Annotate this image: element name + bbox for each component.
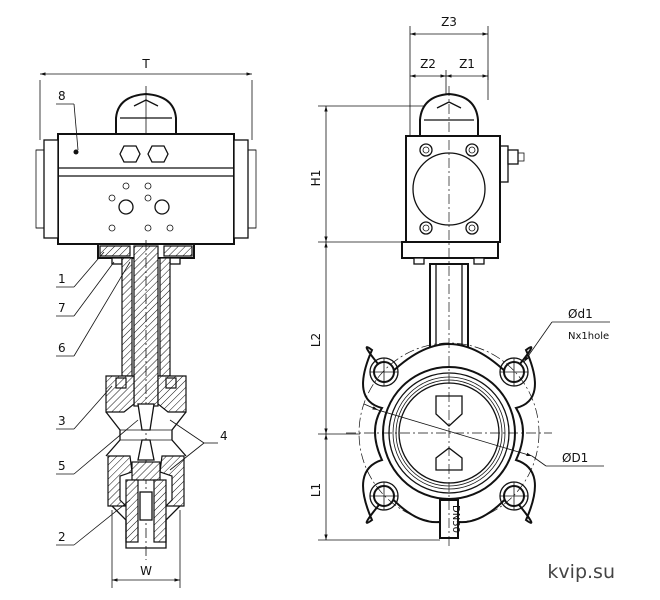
dim-Z2-label: Z2 xyxy=(420,57,436,71)
dim-Z1-label: Z1 xyxy=(459,57,475,71)
svg-text:2: 2 xyxy=(58,530,66,544)
callout-3: 3 xyxy=(56,385,113,430)
callout-2: 2 xyxy=(56,499,131,546)
front-view: T xyxy=(35,57,257,588)
actuator-indicator-cap xyxy=(115,86,177,135)
svg-text:7: 7 xyxy=(58,301,66,315)
callout-4: 4 xyxy=(169,419,228,471)
svg-text:8: 8 xyxy=(58,89,66,103)
callout-bolt-hole: Ød1 Nх1hole xyxy=(523,307,610,363)
callout-5: 5 xyxy=(56,419,139,475)
dimension-Z2-Z1: Z2 Z1 xyxy=(410,57,489,100)
callout-1: 1 xyxy=(56,251,105,288)
svg-text:4: 4 xyxy=(220,429,228,443)
valve-body-upper xyxy=(105,375,187,461)
valve-lug-body: DN50 xyxy=(346,86,552,548)
disc-mark-label: DN50 xyxy=(450,505,461,533)
valve-neck-section xyxy=(121,240,171,560)
dim-T-label: T xyxy=(141,57,150,71)
callout-7: 7 xyxy=(56,261,115,317)
callout-6: 6 xyxy=(56,261,131,357)
dim-W-label: W xyxy=(140,564,152,578)
flange-dia-label: ØD1 xyxy=(562,451,588,465)
svg-text:6: 6 xyxy=(58,341,66,355)
actuator-side xyxy=(405,92,525,243)
dim-L2-label: L2 xyxy=(309,333,323,347)
dimension-T: T xyxy=(39,57,253,140)
dimension-W: W xyxy=(111,510,181,588)
svg-text:1: 1 xyxy=(58,272,66,286)
dimension-vertical: H1 L2 L1 xyxy=(309,105,440,541)
svg-text:5: 5 xyxy=(58,459,66,473)
watermark: kvip.su xyxy=(547,561,615,583)
bolt-note-label: Nх1hole xyxy=(568,331,609,342)
neck-side xyxy=(401,241,499,365)
side-view: Z3 Z2 Z1 H1 L2 L1 xyxy=(309,15,610,548)
dim-H1-label: H1 xyxy=(309,170,323,187)
dim-Z3-label: Z3 xyxy=(441,15,457,29)
dimension-Z3: Z3 xyxy=(409,15,489,138)
svg-text:3: 3 xyxy=(58,414,66,428)
callout-flange-dia: ØD1 xyxy=(363,403,604,467)
callout-8: 8 xyxy=(56,89,79,151)
valve-body-lower xyxy=(107,455,185,549)
pneumatic-actuator xyxy=(35,133,257,245)
dim-L1-label: L1 xyxy=(309,483,323,497)
bolt-dia-label: Ød1 xyxy=(568,307,593,321)
